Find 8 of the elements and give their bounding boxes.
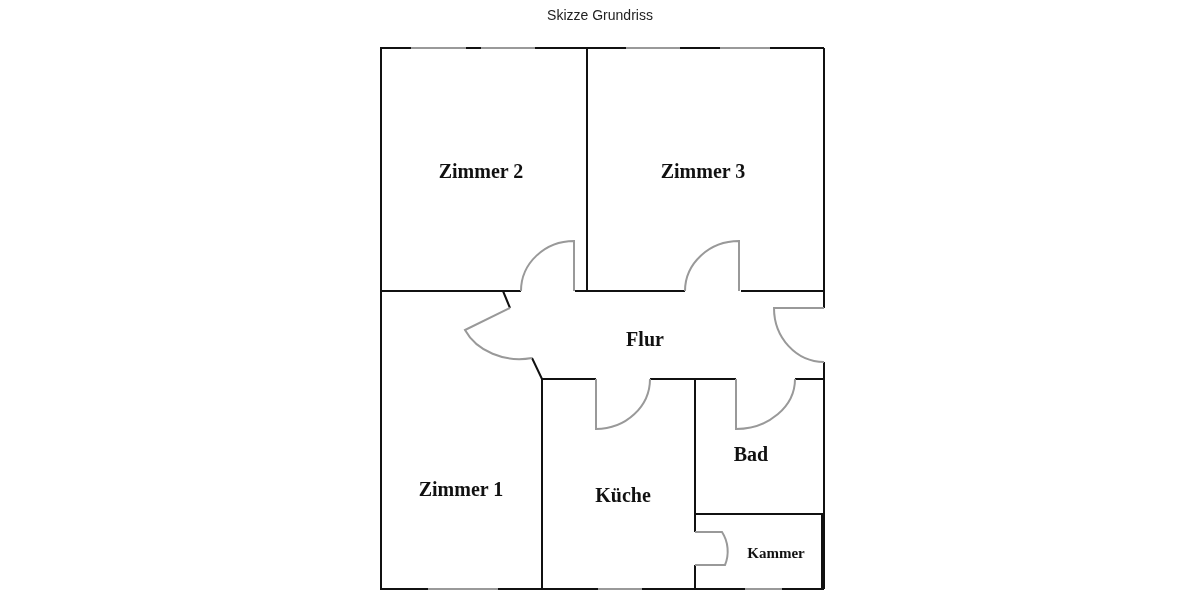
room-label: Flur	[626, 327, 664, 351]
room-label: Küche	[595, 483, 651, 507]
room-label: Kammer	[747, 544, 805, 562]
room-label: Zimmer 2	[438, 159, 524, 183]
plan-title: Skizze Grundriss	[547, 7, 653, 23]
room-label: Zimmer 1	[418, 477, 504, 501]
room-label: Zimmer 3	[660, 159, 746, 183]
room-label: Bad	[733, 442, 769, 466]
